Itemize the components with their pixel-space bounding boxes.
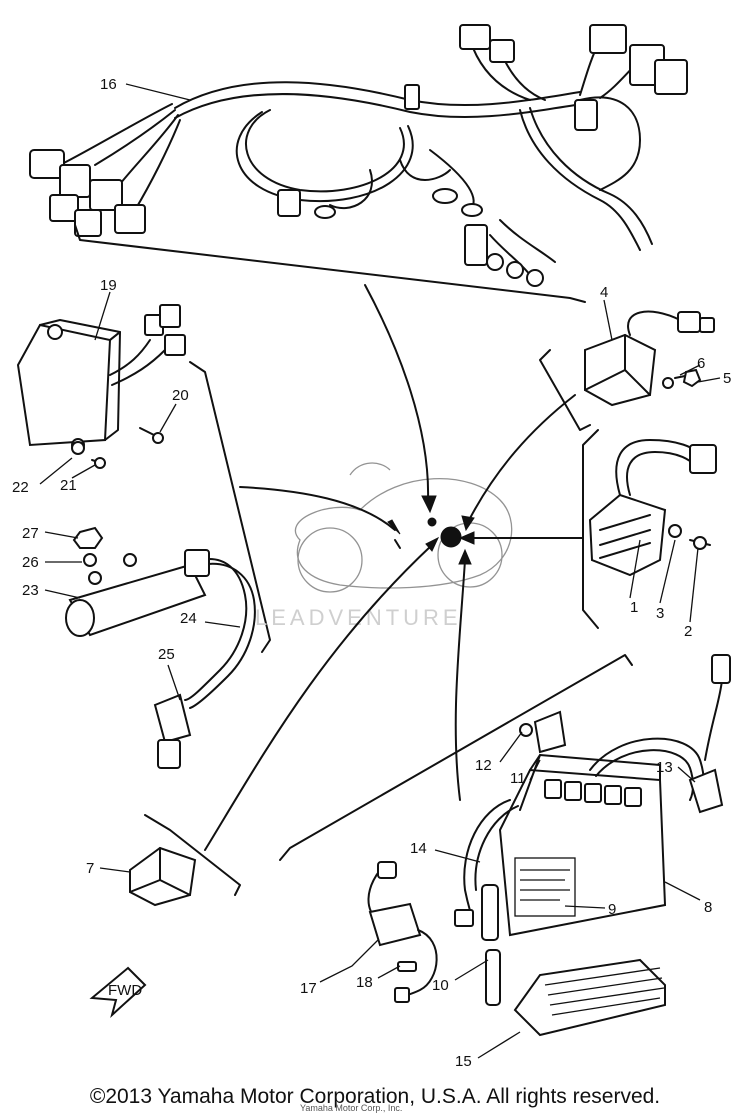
fwd-arrow: FWD xyxy=(89,966,147,1019)
callout-14: 14 xyxy=(410,840,427,857)
callout-21: 21 xyxy=(60,477,77,494)
flasher-relay xyxy=(129,846,197,907)
callout-17: 17 xyxy=(300,980,317,997)
copyright-notice: ©2013 Yamaha Motor Corporation, U.S.A. A… xyxy=(89,1085,661,1108)
center-component xyxy=(440,526,462,548)
cdi-unit xyxy=(16,304,186,469)
wire-harness xyxy=(29,24,688,287)
callout-10: 10 xyxy=(432,977,449,994)
callout-1: 1 xyxy=(630,599,638,616)
callout-8: 8 xyxy=(704,899,712,916)
battery xyxy=(454,654,731,1037)
callout-26: 26 xyxy=(22,554,39,571)
callout-24: 24 xyxy=(180,610,197,627)
watermark: LEADVENTURE xyxy=(255,605,462,630)
callout-13: 13 xyxy=(656,759,673,776)
callout-18: 18 xyxy=(356,974,373,991)
center-small-component xyxy=(427,517,437,527)
callout-9: 9 xyxy=(608,901,616,918)
callout-2: 2 xyxy=(684,623,692,640)
callout-7: 7 xyxy=(86,860,94,877)
callout-labels: 16 19 4 5 6 20 22 21 27 26 23 24 25 7 1 … xyxy=(12,76,731,1070)
copyright-subnote: Yamaha Motor Corp., Inc. xyxy=(300,1103,403,1113)
motorcycle-outline xyxy=(294,462,513,593)
callout-12: 12 xyxy=(475,757,492,774)
callout-3: 3 xyxy=(656,605,664,622)
callout-20: 20 xyxy=(172,387,189,404)
fuse-holder xyxy=(367,861,438,1003)
callout-11: 11 xyxy=(510,770,526,787)
leader-lines xyxy=(39,83,721,1059)
pointer-arrows xyxy=(204,284,583,851)
callout-23: 23 xyxy=(22,582,39,599)
callout-6: 6 xyxy=(697,355,705,372)
ignition-coil xyxy=(65,526,256,769)
callout-19: 19 xyxy=(100,277,117,294)
callout-25: 25 xyxy=(158,646,175,663)
callout-4: 4 xyxy=(600,284,608,301)
callout-27: 27 xyxy=(22,525,39,542)
starter-relay xyxy=(584,310,715,407)
rectifier-regulator xyxy=(588,439,717,577)
callout-15: 15 xyxy=(455,1053,472,1070)
callout-22: 22 xyxy=(12,479,29,496)
callout-5: 5 xyxy=(723,370,731,387)
callout-16: 16 xyxy=(100,76,117,93)
fwd-label: FWD xyxy=(108,982,142,999)
